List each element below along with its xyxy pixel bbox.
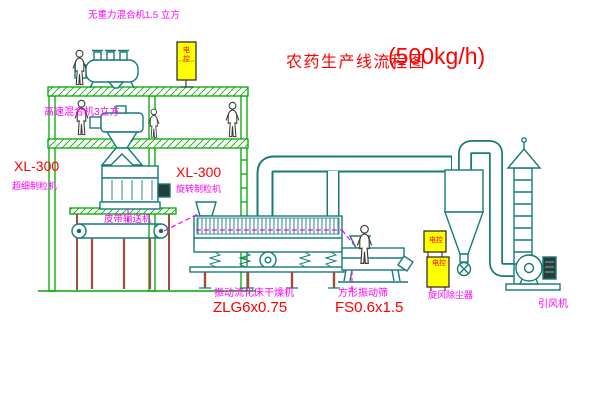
high-speed-mixer xyxy=(89,105,144,166)
material-flow-lines xyxy=(127,209,355,293)
vibrating-screen xyxy=(338,235,414,283)
granulator-right-model: XL-300 xyxy=(176,164,222,180)
zero-gravity-mixer-label: 无重力混合机1.5 立方 xyxy=(88,10,180,21)
mixer-motor xyxy=(89,116,102,129)
fan-label: 引风机 xyxy=(538,299,568,310)
granulator-motor xyxy=(157,183,171,198)
page-title: 农药生产线流程图 xyxy=(286,54,427,71)
dryer-label: 振动流化床干燥机 xyxy=(214,288,294,299)
granulator-left-model: XL-300 xyxy=(14,158,60,174)
zero-gravity-mixer xyxy=(74,49,139,89)
control-cabinets xyxy=(176,41,450,291)
worker-figure xyxy=(72,49,87,86)
screen-model: FS0.6x1.5 xyxy=(335,299,404,316)
screen-label: 方形振动筛 xyxy=(338,288,388,299)
high-speed-mixer-label: 高速混合机3立方 xyxy=(44,107,120,118)
cabinet-top-label: 电控 xyxy=(182,46,190,64)
control-cabinet-mid xyxy=(423,230,447,253)
exhaust-ducting xyxy=(256,140,519,277)
worker-figure xyxy=(225,101,240,138)
dryer-model: ZLG6x0.75 xyxy=(213,299,288,316)
belt-conveyor-label: 皮带输送机 xyxy=(104,214,152,225)
floor-slab-mid xyxy=(47,138,249,149)
granulator-left-label: 超细制粒机 xyxy=(12,181,58,191)
y-chute xyxy=(100,147,144,166)
fan-motor xyxy=(542,256,557,280)
cyclone-label: 旋风除尘器 xyxy=(428,290,474,300)
cabinet-low-label: 电控 xyxy=(432,260,446,267)
cabinet-mid-label: 电控 xyxy=(429,237,443,244)
induced-draft-fan xyxy=(505,254,561,291)
page-title-capacity: (500kg/h) xyxy=(388,43,486,69)
fluid-bed-dryer xyxy=(189,201,345,289)
rain-cap xyxy=(506,147,542,169)
screen-discharge-chute xyxy=(397,255,414,272)
dryer-inlet-hopper xyxy=(195,201,217,217)
rotary-granulator xyxy=(99,165,171,210)
control-cabinet-low xyxy=(426,256,450,288)
floor-slab-top xyxy=(47,86,249,97)
cyclone-separator xyxy=(444,169,484,277)
belt-conveyor xyxy=(71,223,169,289)
spring-mounts xyxy=(208,251,338,268)
granulator-right-label: 旋转制粒机 xyxy=(176,184,222,194)
